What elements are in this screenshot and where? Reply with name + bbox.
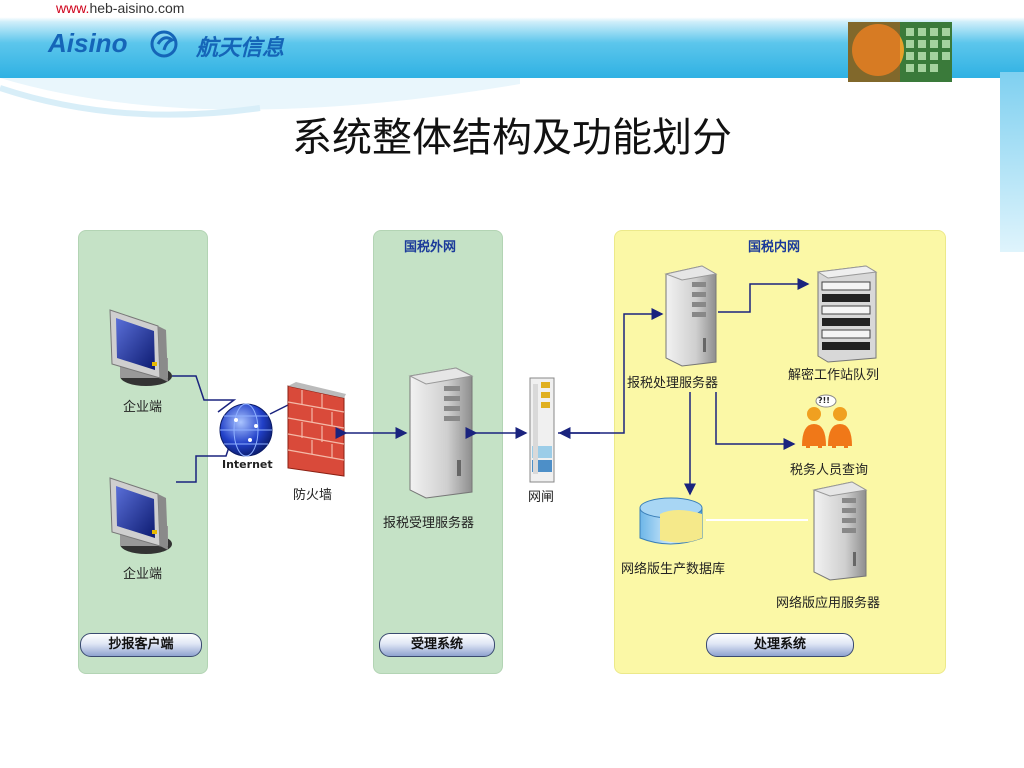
label-process-server: 报税处理服务器 — [627, 376, 719, 391]
computer-icon-2 — [109, 477, 172, 554]
internet-globe-icon — [219, 403, 273, 457]
panel-process-label: 国税内网 — [748, 240, 801, 255]
label-gateway: 网闸 — [528, 490, 555, 505]
label-staff-bubble: ?!! — [818, 396, 830, 405]
database-icon — [639, 497, 703, 545]
header-photo — [848, 22, 952, 82]
tax-staff-icon — [802, 394, 852, 448]
app-server-icon — [812, 481, 868, 581]
aisino-logo-icon — [150, 30, 178, 58]
computer-icon-1 — [109, 309, 172, 386]
label-firewall: 防火墙 — [293, 488, 333, 503]
slide-title: 系统整体结构及功能划分 — [292, 115, 732, 161]
process-server-icon — [664, 265, 718, 367]
label-enterprise-1: 企业端 — [123, 400, 163, 415]
label-database: 网络版生产数据库 — [621, 562, 726, 577]
label-decrypt-queue: 解密工作站队列 — [788, 368, 880, 383]
aisino-logo-cn: 航天信息 — [196, 36, 285, 61]
pill-client[interactable]: 抄报客户端 — [80, 633, 202, 657]
pill-process[interactable]: 处理系统 — [706, 633, 854, 657]
label-accept-server: 报税受理服务器 — [383, 516, 475, 531]
panel-accept-label: 国税外网 — [404, 240, 457, 255]
header-swoosh — [0, 78, 520, 118]
panel-client — [78, 230, 208, 674]
accept-server-icon — [408, 367, 474, 499]
label-enterprise-2: 企业端 — [123, 567, 163, 582]
label-tax-staff: 税务人员查询 — [790, 463, 869, 478]
right-accent-bar — [1000, 72, 1024, 252]
aisino-logo-text: Aisino — [48, 28, 128, 58]
firewall-icon — [287, 382, 346, 477]
gateway-icon — [529, 377, 555, 483]
label-internet: Internet — [222, 458, 273, 471]
decrypt-queue-icon — [816, 265, 878, 363]
header-url[interactable]: www.heb-aisino.com — [56, 0, 185, 16]
pill-accept[interactable]: 受理系统 — [379, 633, 495, 657]
label-app-server: 网络版应用服务器 — [776, 596, 881, 611]
